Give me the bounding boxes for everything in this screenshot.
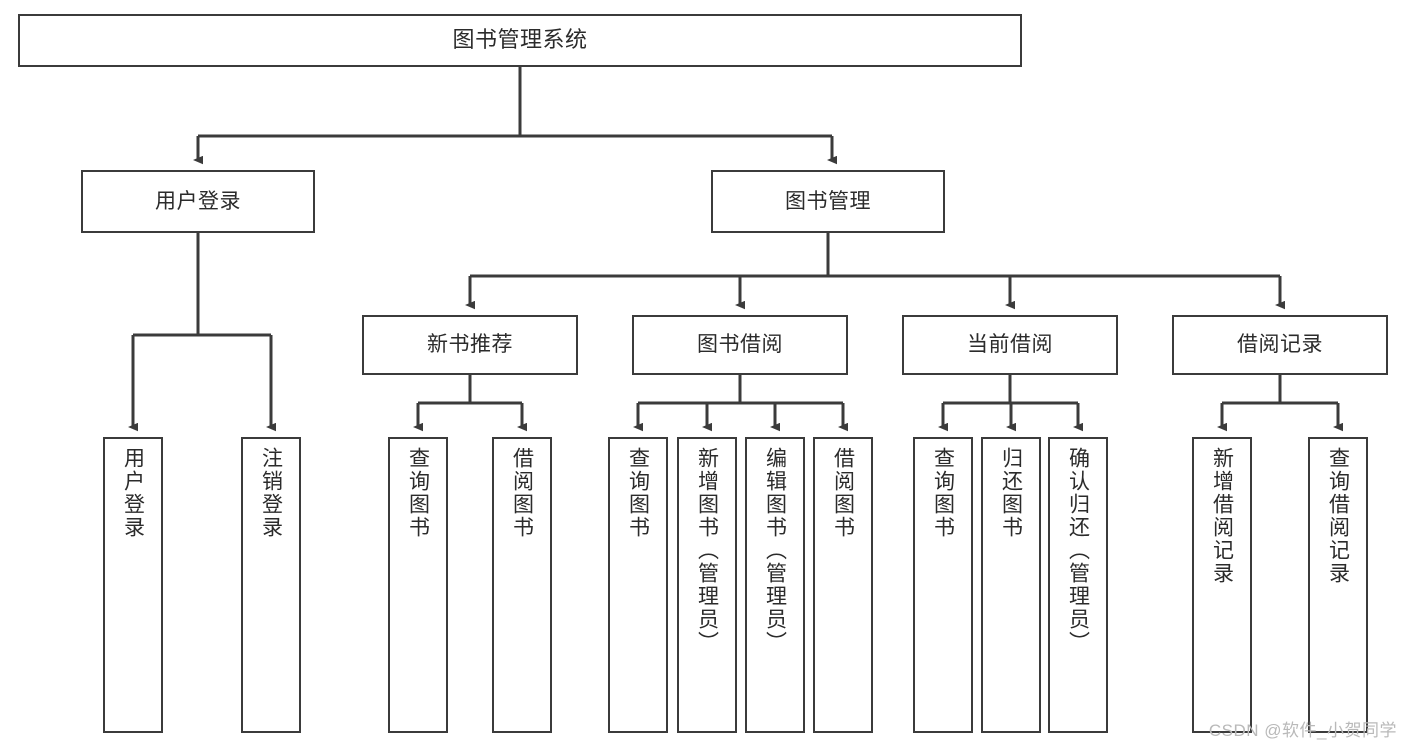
node-label: 查询图书 [406,447,430,539]
node-label: 图书管理系统 [452,27,588,53]
node-label: 新增图书（管理员） [695,447,719,654]
node-label: 编辑图书（管理员） [763,447,787,654]
node-label: 借阅图书 [831,447,855,539]
node-book-management[interactable]: 图书管理 [711,170,945,233]
node-label: 注销登录 [259,447,283,539]
leaf-borrow-record-query[interactable]: 查询借阅记录 [1308,437,1368,733]
node-new-book-recommend[interactable]: 新书推荐 [362,315,578,375]
csdn-watermark: CSDN @软件_小贺同学 [1208,721,1397,740]
leaf-current-borrow-return[interactable]: 归还图书 [981,437,1041,733]
node-user-login[interactable]: 用户登录 [81,170,315,233]
node-label: 归还图书 [999,447,1023,539]
leaf-book-borrow-edit[interactable]: 编辑图书（管理员） [745,437,805,733]
node-label: 确认归还（管理员） [1066,447,1090,654]
node-current-borrow[interactable]: 当前借阅 [902,315,1118,375]
leaf-book-borrow-add[interactable]: 新增图书（管理员） [677,437,737,733]
node-borrow-record[interactable]: 借阅记录 [1172,315,1388,375]
leaf-borrow-record-add[interactable]: 新增借阅记录 [1192,437,1252,733]
leaf-user-login-logout[interactable]: 注销登录 [241,437,301,733]
node-book-borrow[interactable]: 图书借阅 [632,315,848,375]
node-label: 用户登录 [155,189,241,213]
node-label: 当前借阅 [967,333,1053,357]
node-label: 图书借阅 [697,333,783,357]
node-label: 查询图书 [931,447,955,539]
node-label: 图书管理 [785,189,871,213]
node-label: 新书推荐 [427,333,513,357]
leaf-new-book-borrow[interactable]: 借阅图书 [492,437,552,733]
leaf-user-login-login[interactable]: 用户登录 [103,437,163,733]
node-root-book-management-system[interactable]: 图书管理系统 [18,14,1022,67]
node-label: 用户登录 [121,447,145,539]
node-label: 借阅图书 [510,447,534,539]
leaf-current-borrow-query[interactable]: 查询图书 [913,437,973,733]
node-label: 查询借阅记录 [1326,447,1350,585]
node-label: 借阅记录 [1237,333,1323,357]
leaf-book-borrow-borrow[interactable]: 借阅图书 [813,437,873,733]
node-label: 新增借阅记录 [1210,447,1234,585]
leaf-current-borrow-confirm-return[interactable]: 确认归还（管理员） [1048,437,1108,733]
leaf-new-book-query[interactable]: 查询图书 [388,437,448,733]
leaf-book-borrow-query[interactable]: 查询图书 [608,437,668,733]
node-label: 查询图书 [626,447,650,539]
